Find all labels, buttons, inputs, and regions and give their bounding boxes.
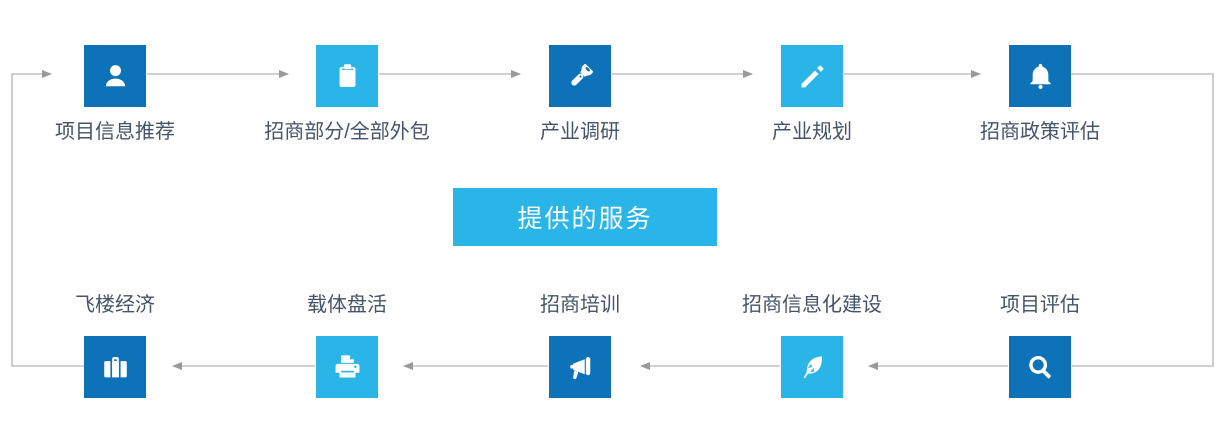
search-icon [1009, 336, 1071, 398]
flow-step-label: 项目评估 [1000, 294, 1080, 316]
flow-step-label: 招商政策评估 [980, 121, 1100, 143]
feather-icon [781, 336, 843, 398]
flow-step-outsourcing: 招商部分/全部外包 [237, 45, 457, 145]
printer-icon [316, 336, 378, 398]
flow-step-label: 招商信息化建设 [742, 294, 882, 316]
flow-step-industry-planning: 产业规划 [702, 45, 922, 145]
flow-step-carrier-revitalization: 载体盘活 [237, 292, 457, 398]
flow-step-policy-evaluation: 招商政策评估 [930, 45, 1150, 145]
flow-step-label: 飞楼经济 [75, 294, 155, 316]
flow-step-project-evaluation: 项目评估 [930, 292, 1150, 398]
flow-step-project-info-recommendation: 项目信息推荐 [5, 45, 225, 145]
briefcase-icon [84, 336, 146, 398]
flow-step-label: 项目信息推荐 [55, 121, 175, 143]
services-banner: 提供的服务 [453, 188, 717, 246]
flow-step-label: 招商培训 [540, 294, 620, 316]
flow-step-label: 招商部分/全部外包 [264, 121, 430, 143]
flow-step-label: 产业规划 [772, 121, 852, 143]
flow-step-investment-training: 招商培训 [470, 292, 690, 398]
flow-step-industry-research: 产业调研 [470, 45, 690, 145]
flow-step-enclave-economy: 飞楼经济 [5, 292, 225, 398]
pencil-icon [781, 45, 843, 107]
flashlight-icon [549, 45, 611, 107]
clipboard-icon [316, 45, 378, 107]
connector-left-loop [11, 70, 84, 367]
bell-icon [1009, 45, 1071, 107]
flow-step-label: 产业调研 [540, 121, 620, 143]
flow-step-label: 载体盘活 [307, 294, 387, 316]
flow-step-informatization: 招商信息化建设 [702, 292, 922, 398]
user-icon [84, 45, 146, 107]
megaphone-icon [549, 336, 611, 398]
connector-right-loop [1071, 73, 1214, 367]
